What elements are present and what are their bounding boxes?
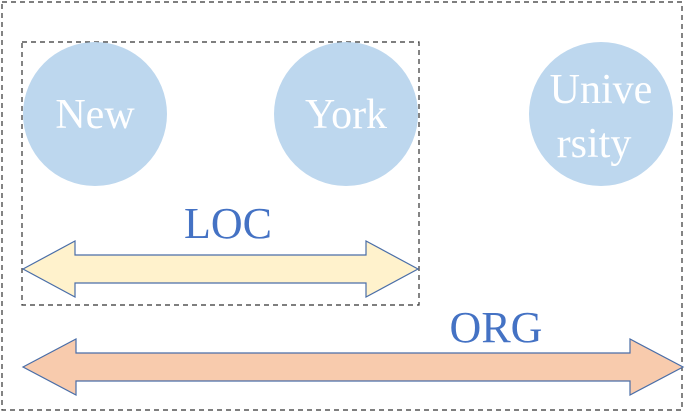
token-circle-york (274, 42, 418, 186)
org-label: ORG (450, 303, 543, 352)
org-double-arrow (21, 338, 685, 396)
token-circle-new (23, 42, 167, 186)
token-text-university-line1: Unive (550, 67, 653, 113)
loc-label: LOC (184, 199, 272, 248)
token-text-new: New (55, 92, 135, 138)
token-text-york: York (305, 92, 387, 138)
loc-span-frame (21, 41, 420, 306)
loc-double-arrow (21, 239, 420, 299)
token-circle-university (529, 42, 673, 186)
token-text-university-line2: rsity (557, 121, 632, 167)
